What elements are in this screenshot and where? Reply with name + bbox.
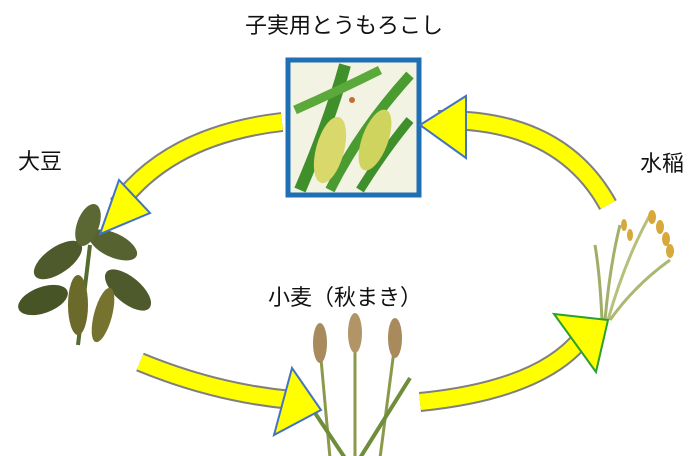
arrowhead-into-corn [418,94,467,160]
label-rice: 水稲 [640,152,685,177]
rice-plant-icon [593,210,674,321]
arrowhead-into-wheat [272,365,323,437]
label-corn: 子実用とうもろこし [245,14,444,39]
arrowhead-into-soybean [98,178,152,236]
corn-image-box [285,57,422,198]
label-soybean: 大豆 [18,150,63,175]
arrowhead-into-rice [551,312,610,375]
label-wheat: 小麦（秋まき） [268,286,423,311]
corn-plant-icon [293,63,414,193]
soybean-plant-icon [18,203,152,346]
wheat-plant-icon [303,313,412,456]
